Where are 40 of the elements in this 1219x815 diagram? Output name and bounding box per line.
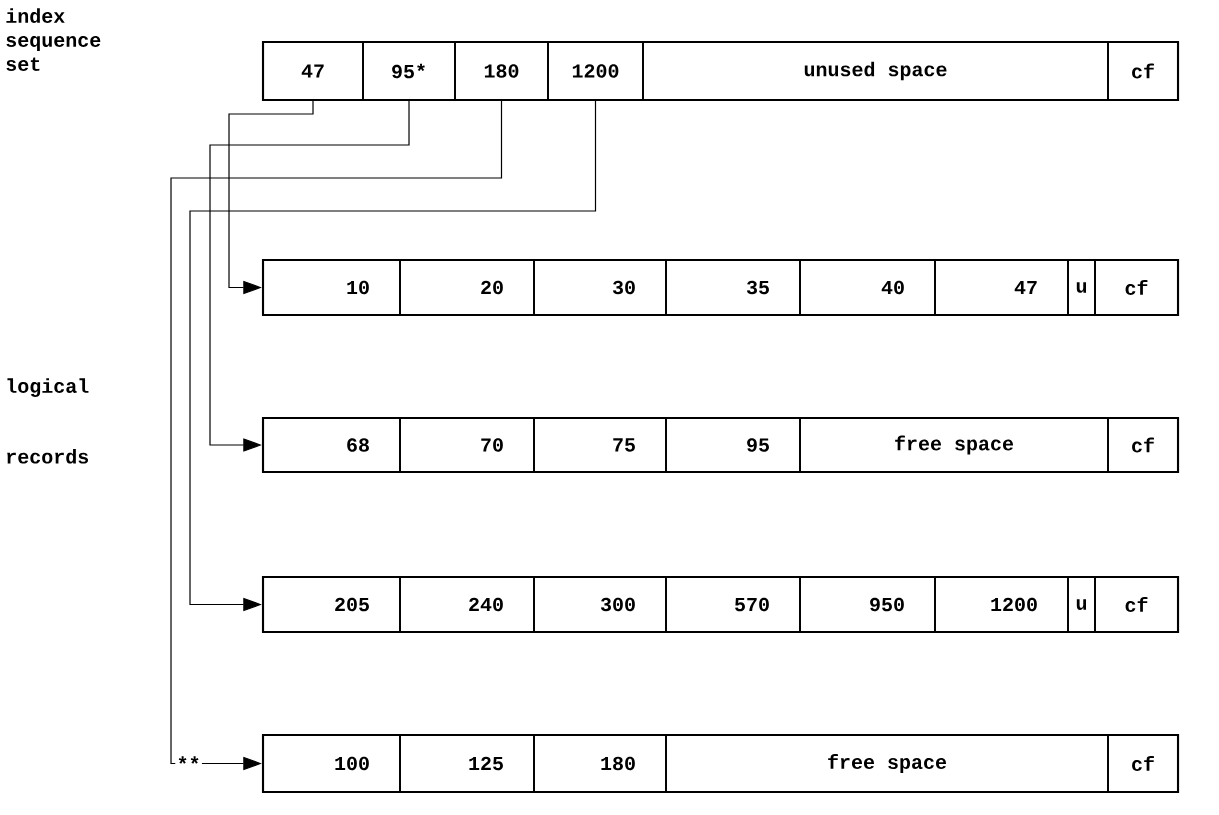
record-cell: 95 xyxy=(665,417,801,473)
record-cell: 570 xyxy=(665,576,801,633)
arrow xyxy=(189,100,597,612)
record-cell: 47 xyxy=(262,41,364,101)
record-cell: cf xyxy=(1107,734,1179,793)
record-cell: 300 xyxy=(533,576,667,633)
record-cell: 10 xyxy=(262,259,401,316)
record-cell: 47 xyxy=(934,259,1069,316)
record-cell: 35 xyxy=(665,259,801,316)
record-cell: unused space xyxy=(642,41,1109,101)
record-cell: cf xyxy=(1094,259,1179,316)
record-cell: 75 xyxy=(533,417,667,473)
record-cell: cf xyxy=(1107,417,1179,473)
arrow xyxy=(170,100,503,771)
record-cell: 240 xyxy=(399,576,535,633)
side-label: logical records xyxy=(7,378,89,464)
record-cell: 125 xyxy=(399,734,535,793)
record-cell: free space xyxy=(799,417,1109,473)
record-cell: 20 xyxy=(399,259,535,316)
record-cell: 30 xyxy=(533,259,667,316)
record-cell: 100 xyxy=(262,734,401,793)
edge-label: ** xyxy=(178,756,199,764)
side-label: index sequence set xyxy=(6,8,101,71)
arrow xyxy=(209,100,410,452)
record-cell: cf xyxy=(1107,41,1179,101)
record-cell: u xyxy=(1067,259,1096,316)
record-cell: 40 xyxy=(799,259,936,316)
record-cell: 68 xyxy=(262,417,401,473)
record-cell: cf xyxy=(1094,576,1179,633)
record-cell: 95* xyxy=(362,41,456,101)
record-cell: 1200 xyxy=(547,41,644,101)
record-cell: 205 xyxy=(262,576,401,633)
record-cell: free space xyxy=(665,734,1109,793)
record-cell: 70 xyxy=(399,417,535,473)
record-cell: 180 xyxy=(533,734,667,793)
record-cell: 950 xyxy=(799,576,936,633)
arrow xyxy=(228,100,314,295)
record-cell: 1200 xyxy=(934,576,1069,633)
record-cell: 180 xyxy=(454,41,549,101)
record-cell: u xyxy=(1067,576,1096,633)
